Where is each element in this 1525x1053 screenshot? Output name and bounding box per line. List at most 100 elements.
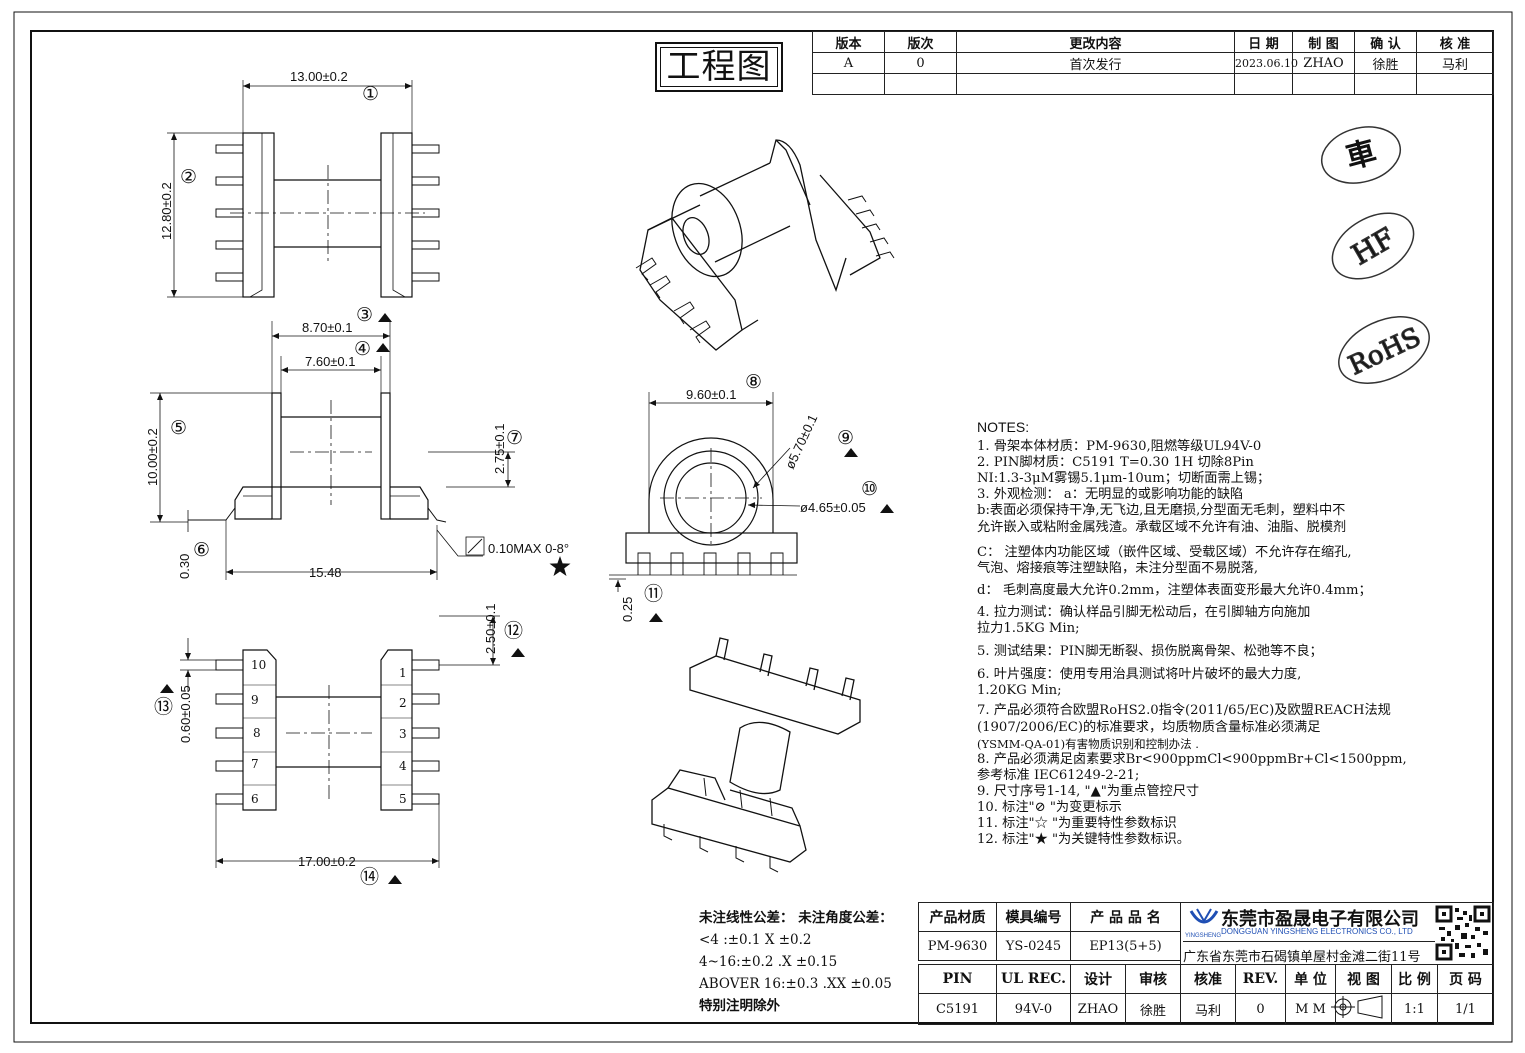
balloon-4: ④ [354,338,371,360]
key-dim-triangle-12 [511,648,525,657]
tb-scale: 1:1 [1391,993,1438,1025]
rev-header-drawn: 制 图 [1292,31,1355,53]
note-line: 7. 产品必须符合欧盟RoHS2.0指令(2011/65/EC)及欧盟REACH… [977,703,1391,719]
tb-page: 1/1 [1437,993,1494,1025]
balloon-6: ⑥ [193,539,210,561]
tb-header-review: 审核 [1125,964,1181,994]
rev-empty-cell [884,73,957,95]
key-characteristic-star [549,556,571,576]
rev-cell-date: 2023.06.10 [1234,52,1298,74]
pin-label-5: 5 [399,792,407,806]
company-address: 广东省东莞市石碣镇单屋村金滩二街11号 [1183,941,1435,965]
dim-2-label: 12.80±0.2 [159,182,174,240]
note-line: 12. 标注"★ "为关键特性参数标识。 [977,832,1190,848]
balloon-7: ⑦ [506,427,523,449]
tolerance-line: 未注线性公差： 未注角度公差： [699,910,893,926]
tb-header-product: 产 品 品 名 [1070,902,1181,932]
rev-header-change: 更改内容 [956,31,1235,53]
rev-cell-edition: 0 [884,52,957,74]
revision-table: 版本 版次 更改内容 日 期 制 图 确 认 核 准 A 0 首次发行 2023… [812,31,1494,95]
tb-header-mould: 模具编号 [996,902,1071,932]
tb-header-view: 视 图 [1335,964,1392,994]
rev-header-version: 版本 [812,31,885,53]
dim-12-label: 2.50±0.1 [483,603,498,654]
dim-5-label: 10.00±0.2 [145,428,160,486]
tb-header-rev: REV. [1235,964,1286,994]
inner-border [30,30,1494,1024]
tb-header-pin: PIN [918,964,997,994]
balloon-2: ② [180,166,197,188]
bottom-view [180,615,500,868]
isometric-view-bottom [651,637,861,873]
tb-view [1335,993,1392,1025]
balloon-11: ⑪ [644,583,663,605]
drawing-title: 工程图 [655,42,783,92]
pin-label-3: 3 [399,727,407,741]
tb-header-material: 产品材质 [918,902,997,932]
balloon-12: ⑫ [504,620,523,642]
dim-14-label: 17.00±0.2 [298,854,356,869]
rev-cell-approve: 马利 [1416,52,1494,74]
dim-4-label: 7.60±0.1 [305,354,356,369]
rev-empty-cell [1416,73,1494,95]
outer-border [13,11,1513,1043]
note-line: 6. 叶片强度：使用专用治具测试将叶片破坏的最大力度, [977,667,1302,683]
cert-mark-rohs: RoHS [1344,322,1425,381]
cert-mark-hf: HF [1346,221,1400,272]
key-dim-triangle-11 [649,613,663,622]
notes-title: NOTES: [977,419,1030,435]
qr-code-icon [1435,905,1491,961]
note-line: 4. 拉力测试：确认样品引脚无松动后，在引脚轴方向施加 [977,604,1311,620]
tb-header-unit: 单 位 [1285,964,1336,994]
tb-designer: ZHAO [1070,993,1126,1025]
coplanarity-label: 0.10MAX 0-8° [488,541,569,556]
note-line: 3. 外观检测： a：无明显的或影响功能的缺陷 [977,487,1244,503]
top-view [167,80,440,298]
note-line: 2. PIN脚材质：C5191 T=0.30 1H 切除8Pin [977,455,1254,471]
rev-header-date: 日 期 [1234,31,1293,53]
title-block-bottom: PIN UL REC. 设计 审核 核准 REV. 单 位 视 图 比 例 页 … [918,964,1494,1025]
dim-13-label: 0.60±0.05 [178,685,193,743]
balloon-9: ⑨ [837,427,854,449]
note-line: 8. 产品必须满足卤素要求Br<900ppmCl<900ppmBr+Cl<150… [977,751,1407,767]
note-line: 1.20KG Min; [977,683,1062,699]
rev-empty-cell [812,73,885,95]
tolerance-block: 未注线性公差： 未注角度公差： <4 :±0.1 X ±0.2 4~16:±0.… [699,907,915,1017]
tb-ul-rec: 94V-0 [996,993,1071,1025]
note-line: 9. 尺寸序号1-14, "▲"为重点管控尺寸 [977,783,1200,799]
dim-15-label: 15.48 [309,565,342,580]
dim-6-label: 0.30 [177,554,192,579]
balloon-5: ⑤ [170,417,187,439]
tolerance-line: 特别注明除外 [699,998,780,1014]
company-name-en: DONGGUAN YINGSHENG ELECTRONICS CO., LTD [1221,927,1413,936]
rev-header-approve: 核 准 [1416,31,1494,53]
tb-material: PM-9630 [918,931,997,961]
pin-label-7: 7 [251,757,259,771]
company-name-cn: 东莞市盈晟电子有限公司 [1221,909,1419,929]
cert-marks [1320,126,1430,384]
tb-mould-no: YS-0245 [996,931,1071,961]
key-dim-triangle-10 [880,504,894,513]
note-line: 拉力1.5KG Min; [977,621,1080,637]
side-view [609,392,801,592]
title-block: 产品材质 模具编号 产 品 品 名 PM-9630 YS-0245 EP13(5… [918,902,1181,961]
note-line: b:表面必须保持干净,无飞边,且无磨损,分型面无毛刺，塑料中不 [977,503,1346,519]
rev-empty-cell [1354,73,1417,95]
rev-header-edition: 版次 [884,31,957,53]
tb-header-scale: 比 例 [1391,964,1438,994]
pin-label-8: 8 [253,726,261,740]
dim-1-label: 13.00±0.2 [290,69,348,84]
tb-reviewer: 徐胜 [1125,993,1181,1025]
tb-rev: 0 [1235,993,1286,1025]
tb-product-name: EP13(5+5) [1070,931,1181,961]
note-line: (1907/2006/EC)的标准要求，均质物质含量标准必须满足 [977,719,1321,735]
dim-10-label: ø4.65±0.05 [800,500,866,515]
balloon-1: ① [362,83,379,105]
tolerance-line: <4 :±0.1 X ±0.2 [699,932,812,948]
rev-empty-cell [1292,73,1355,95]
note-line: 10. 标注"⊘ "为变更标示 [977,799,1122,815]
notes-block: NOTES: 1. 骨架本体材质：PM-9630,阻燃等级UL94V-0 2. … [977,419,1447,848]
pin-label-1: 1 [399,666,407,680]
front-view [150,321,515,580]
